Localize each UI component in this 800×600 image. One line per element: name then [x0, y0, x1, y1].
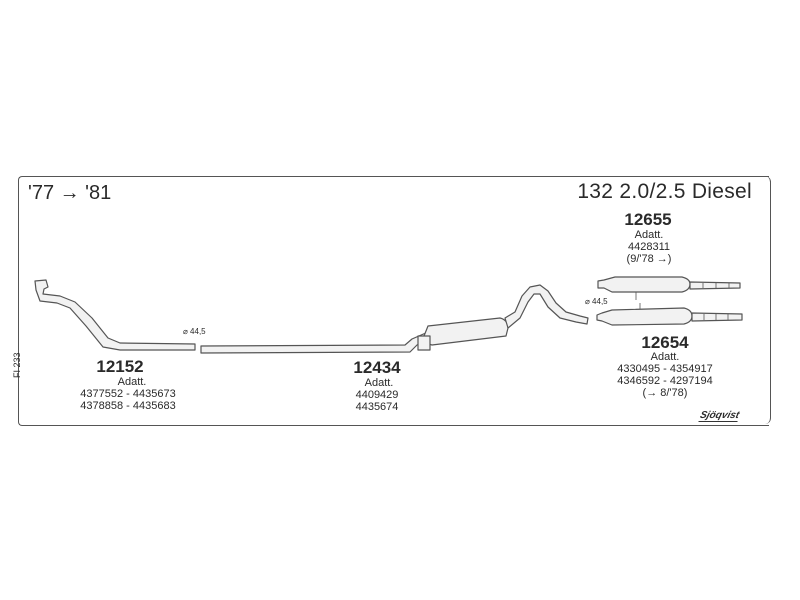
tailpipe-12655 [689, 281, 741, 290]
part-code-12434-a: 4409429 [355, 389, 399, 401]
silencer-seam-2 [702, 283, 730, 288]
diagram-frame-edge [760, 176, 771, 424]
model-title: 132 2.0/2.5 Diesel [577, 180, 752, 203]
rear-silencer-12654 [596, 307, 693, 326]
part-code-12654-a: 4330495 - 4354917 [617, 363, 713, 375]
front-pipe [34, 279, 196, 351]
part-code-12152-b: 4378858 - 4435683 [80, 400, 176, 412]
part-label-12655: Adatt. [634, 229, 664, 241]
part-code-12654-c: (→ 8/'78) [642, 387, 688, 399]
part-number-12654: 12654 [641, 333, 689, 352]
tailpipe-12654 [691, 312, 743, 322]
brand-logo: Sjöqvist [698, 410, 741, 422]
silencer-seam [703, 314, 729, 320]
part-code-12654-b: 4346592 - 4297194 [617, 375, 713, 387]
middle-pipe [200, 331, 431, 354]
part-number-12434: 12434 [353, 358, 401, 377]
part-number-12655: 12655 [624, 210, 672, 229]
part-number-12152: 12152 [96, 357, 144, 376]
diagram-frame [18, 176, 769, 426]
diameter-label-rear: ⌀ 44,5 [585, 297, 608, 306]
rear-silencer-12655 [597, 276, 691, 293]
part-code-12655-a: 4428311 [627, 241, 671, 253]
part-code-12152-a: 4377552 - 4435673 [80, 388, 176, 400]
year-range: '77 → '81 [28, 182, 112, 204]
diameter-label-front: ⌀ 44,5 [183, 327, 206, 336]
part-label-12654: Adatt. [650, 351, 680, 363]
rear-pipe [504, 284, 589, 329]
part-label-12434: Adatt. [364, 377, 394, 389]
part-code-12434-b: 4435674 [355, 401, 399, 413]
pipe-clamp [417, 335, 431, 351]
part-code-12655-b: (9/'78 →) [626, 253, 672, 265]
middle-silencer [423, 317, 509, 346]
part-label-12152: Adatt. [117, 376, 147, 388]
